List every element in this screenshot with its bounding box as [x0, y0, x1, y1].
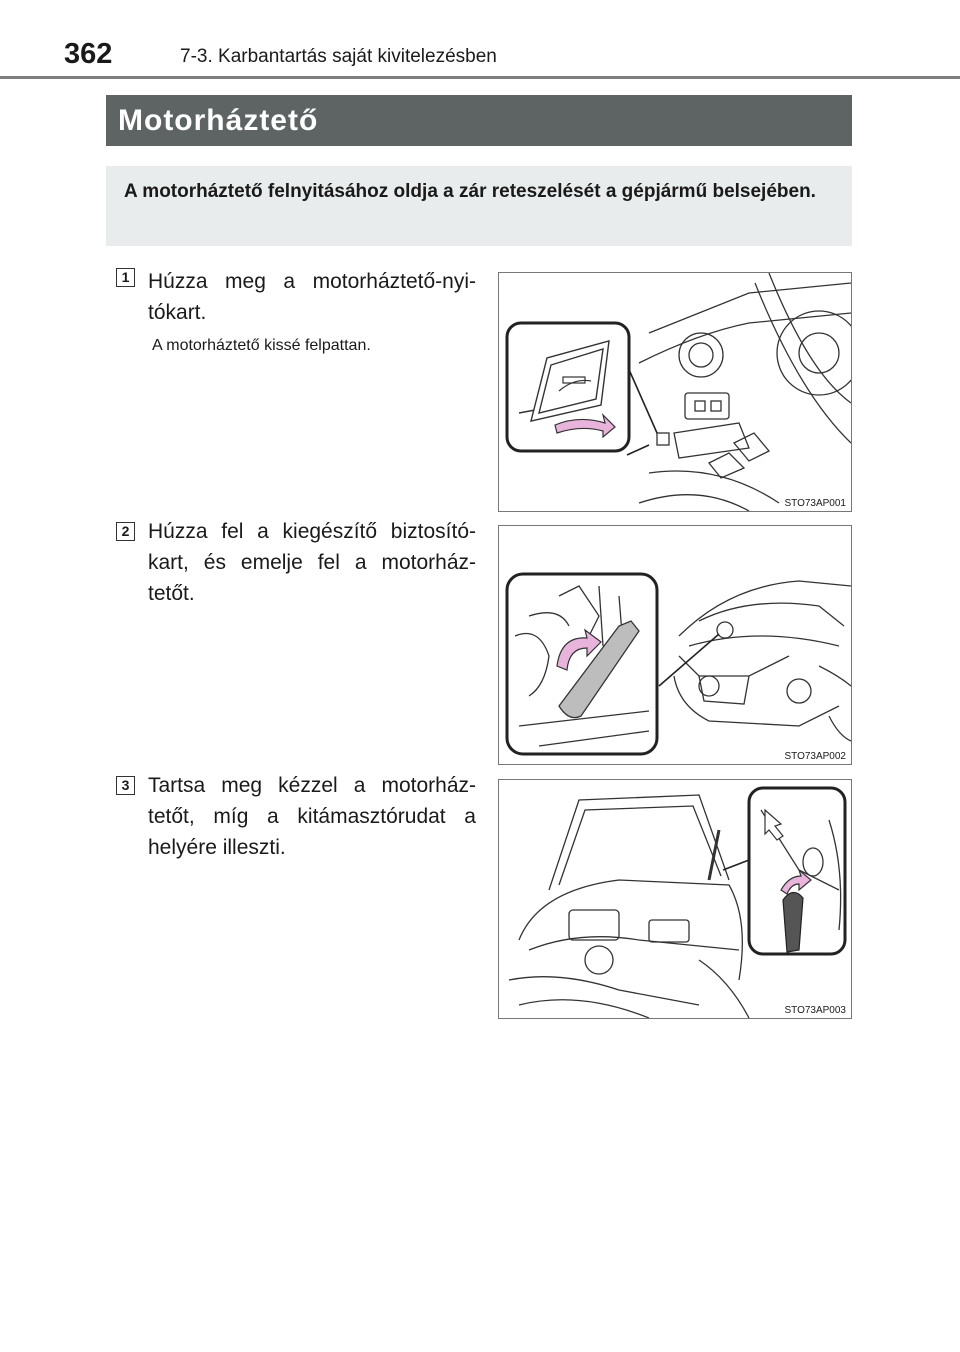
intro-text: A motorháztető felnyitásához oldja a zár…	[106, 166, 852, 246]
page-title: Motorháztető	[106, 95, 852, 146]
step-text-1: Húzza meg a motorháztető-nyi-tókart.	[148, 270, 476, 324]
pull-arrow-icon	[554, 413, 616, 439]
figure-code-2: STO73AP002	[784, 751, 846, 762]
step-text-3: Tartsa meg kézzel a motorház-tetőt, míg …	[148, 774, 476, 859]
hood-icon	[558, 376, 592, 392]
step-note-1: A motorháztető kissé felpattan.	[152, 337, 371, 354]
push-arrow-icon	[764, 808, 784, 841]
figure-hood-release-lever: STO73AP001	[498, 272, 852, 512]
figure-code-3: STO73AP003	[784, 1005, 846, 1016]
support-rod	[782, 891, 804, 953]
lift-arrow-icon	[556, 628, 602, 671]
section-title: 7-3. Karbantartás saját kivitelezésben	[180, 46, 497, 67]
step-number-1: 1	[116, 268, 135, 287]
figure-code-1: STO73AP001	[784, 498, 846, 509]
figure-auxiliary-catch-lever: STO73AP002	[498, 525, 852, 765]
step-number-2: 2	[116, 522, 135, 541]
auxiliary-catch-illustration	[505, 572, 851, 756]
page-number: 362	[64, 38, 113, 70]
support-rod-illustration	[508, 786, 847, 1018]
insert-arrow-icon	[780, 868, 812, 895]
hood-release-illustration	[505, 273, 851, 511]
header-divider	[0, 76, 960, 79]
figure-support-rod: STO73AP003	[498, 779, 852, 1019]
step-number-3: 3	[116, 776, 135, 795]
step-text-2: Húzza fel a kiegészítő biztosító-kart, é…	[148, 520, 476, 605]
